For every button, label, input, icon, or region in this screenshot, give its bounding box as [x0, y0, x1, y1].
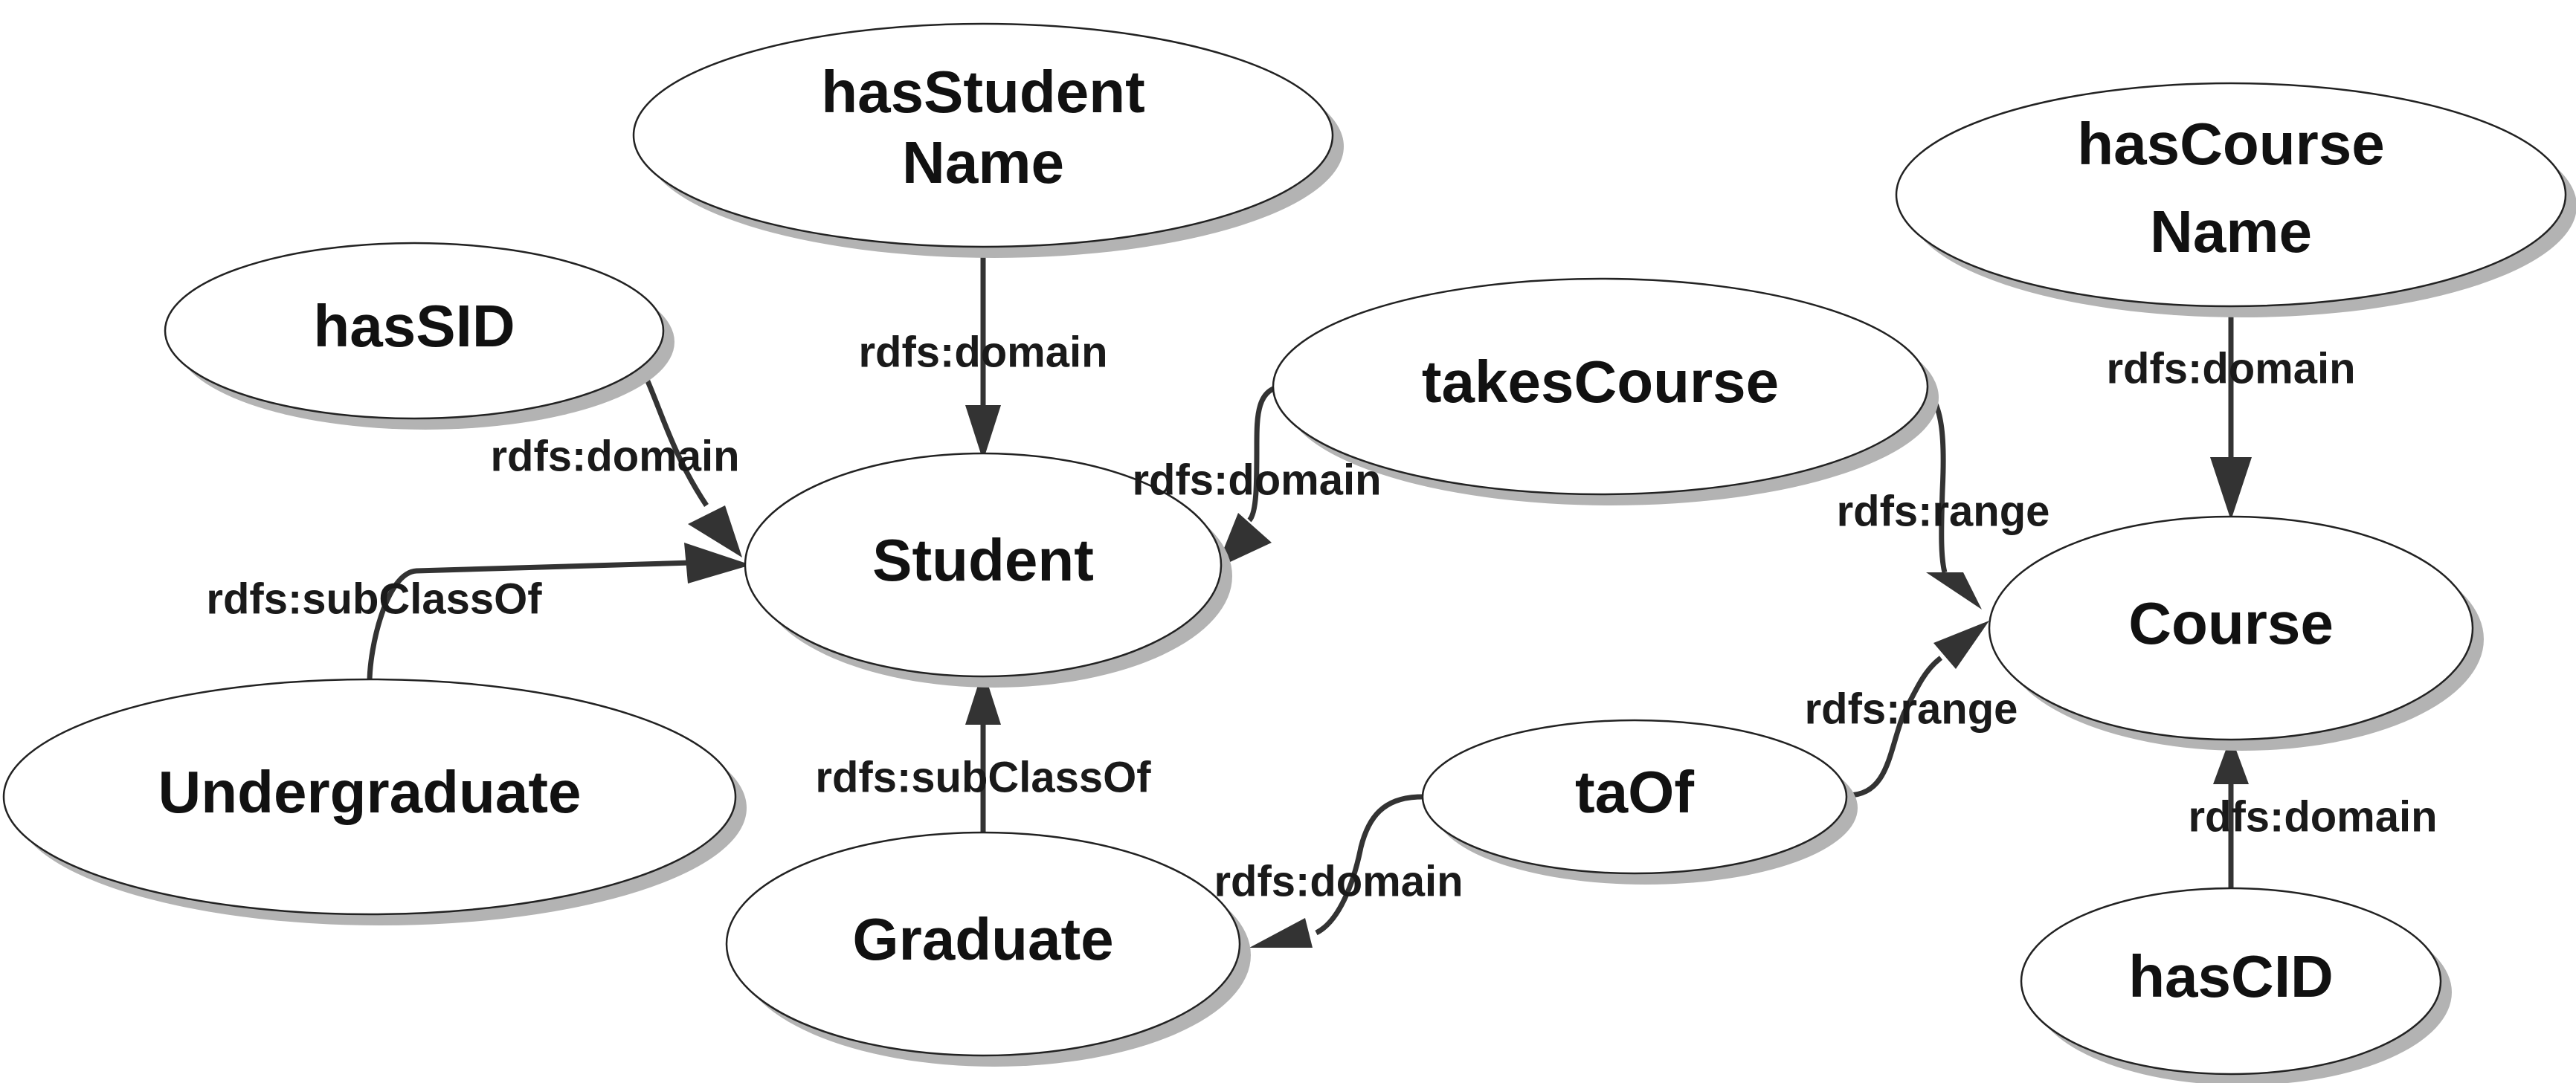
node-taOf-label: taOf — [1575, 759, 1694, 825]
edge-takesCourse-domain — [1216, 384, 1286, 569]
node-student: Student — [744, 452, 1232, 688]
node-hasCourseName-label-line1: hasCourse — [2077, 111, 2384, 177]
edge-label-hasSID-domain: rdfs:domain — [490, 432, 739, 480]
edge-hasCourseName-domain — [2210, 311, 2252, 520]
edge-label-hasStudentName-domain: rdfs:domain — [858, 328, 1107, 376]
node-hasSID: hasSID — [164, 242, 674, 430]
edge-label-hasCourseName-domain: rdfs:domain — [2106, 344, 2355, 392]
node-hasCID: hasCID — [2020, 887, 2452, 1083]
edge-label-takesCourse-domain: rdfs:domain — [1132, 456, 1381, 504]
node-hasCourseName: hasCourse Name — [1895, 82, 2576, 317]
node-course-label: Course — [2128, 590, 2334, 656]
node-takesCourse-label: takesCourse — [1422, 349, 1779, 415]
edge-undergraduate-subclass — [367, 543, 751, 683]
node-graduate-label: Graduate — [852, 906, 1113, 972]
node-hasStudentName-label-line1: hasStudent — [821, 59, 1145, 125]
node-hasSID-label: hasSID — [313, 293, 515, 359]
edge-label-hasCID-domain: rdfs:domain — [2188, 792, 2437, 841]
edge-label-takesCourse-range: rdfs:range — [1837, 487, 2050, 535]
edge-hasCID-domain — [2213, 736, 2249, 892]
edge-label-undergraduate-subclass: rdfs:subClassOf — [206, 575, 542, 623]
node-hasStudentName: hasStudent Name — [632, 22, 1344, 258]
edge-taOf-range — [1846, 621, 1989, 798]
edge-label-graduate-subclass: rdfs:subClassOf — [815, 753, 1151, 801]
node-hasCourseName-label-line2: Name — [2150, 198, 2312, 265]
node-takesCourse: takesCourse — [1272, 277, 1939, 505]
edge-label-taOf-domain: rdfs:domain — [1214, 857, 1463, 905]
node-graduate: Graduate — [725, 831, 1251, 1067]
edge-hasStudentName-domain — [965, 239, 1001, 461]
edge-graduate-subclass — [965, 669, 1001, 836]
node-hasCID-label: hasCID — [2128, 943, 2334, 1009]
node-taOf: taOf — [1421, 719, 1858, 885]
node-student-label: Student — [872, 527, 1094, 593]
edge-label-taOf-range: rdfs:range — [1805, 685, 2018, 733]
node-course: Course — [1988, 515, 2484, 751]
node-undergraduate-label: Undergraduate — [158, 759, 582, 825]
node-undergraduate: Undergraduate — [2, 678, 747, 925]
edge-taOf-domain — [1249, 794, 1423, 948]
node-hasStudentName-label-line2: Name — [902, 129, 1064, 195]
